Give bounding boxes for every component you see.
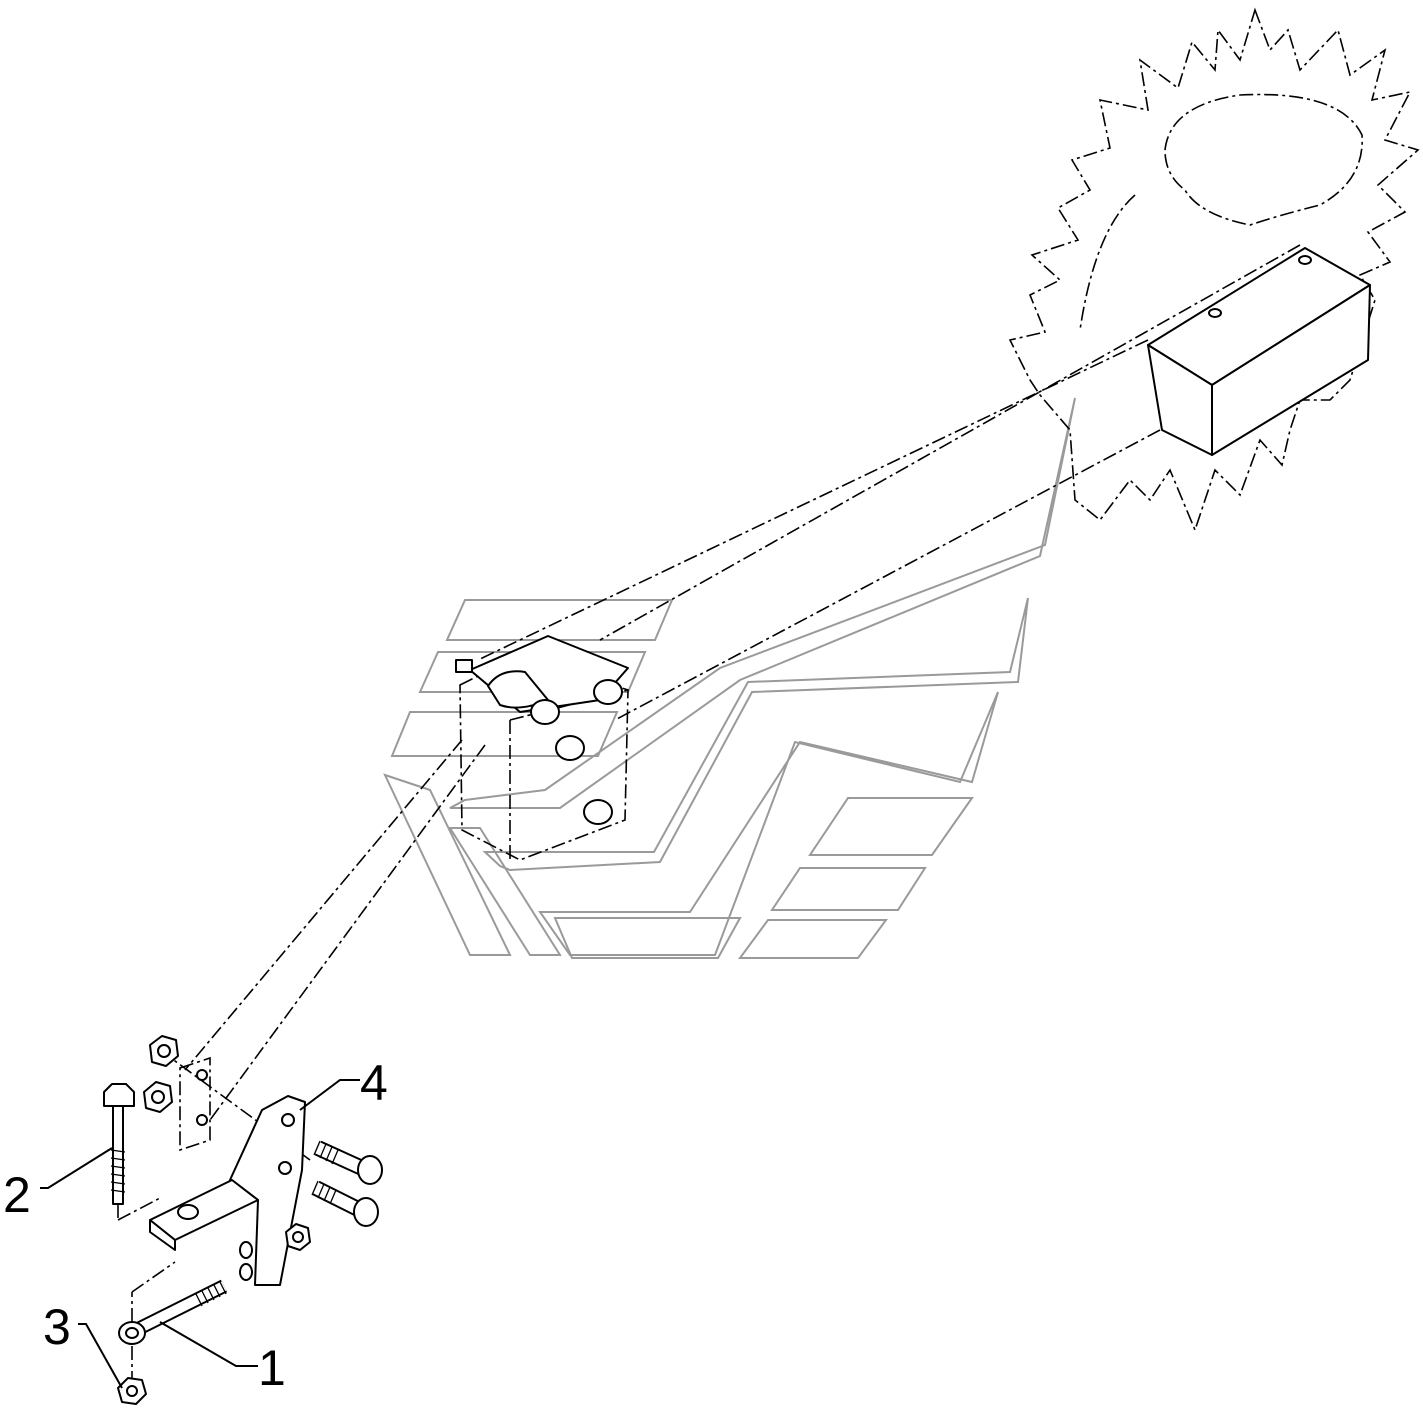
carriage-bolt-upper	[313, 1140, 383, 1185]
callout-label-3: 3	[43, 1299, 71, 1355]
callout-label-2: 2	[3, 1167, 31, 1223]
carriage-bolt-lower	[311, 1180, 379, 1227]
hex-nut-lower	[143, 1081, 173, 1113]
leader-lines	[40, 1079, 360, 1389]
phantom-plate	[179, 1056, 211, 1152]
bracket-part-4	[149, 1095, 306, 1286]
callout-label-1: 1	[258, 1340, 286, 1396]
phantom-guide-lines	[159, 244, 1301, 1161]
phantom-mount-block	[455, 635, 629, 861]
tube-bar	[1147, 247, 1371, 456]
hex-nut-upper	[149, 1035, 179, 1067]
eye-bolt-part-1	[118, 1261, 228, 1345]
callout-label-4: 4	[360, 1055, 388, 1111]
hex-bolt-part-2	[103, 1083, 161, 1221]
phantom-wheel	[1008, 7, 1420, 533]
hex-nut-right	[285, 1223, 311, 1251]
hex-nut-part-3	[117, 1346, 147, 1405]
